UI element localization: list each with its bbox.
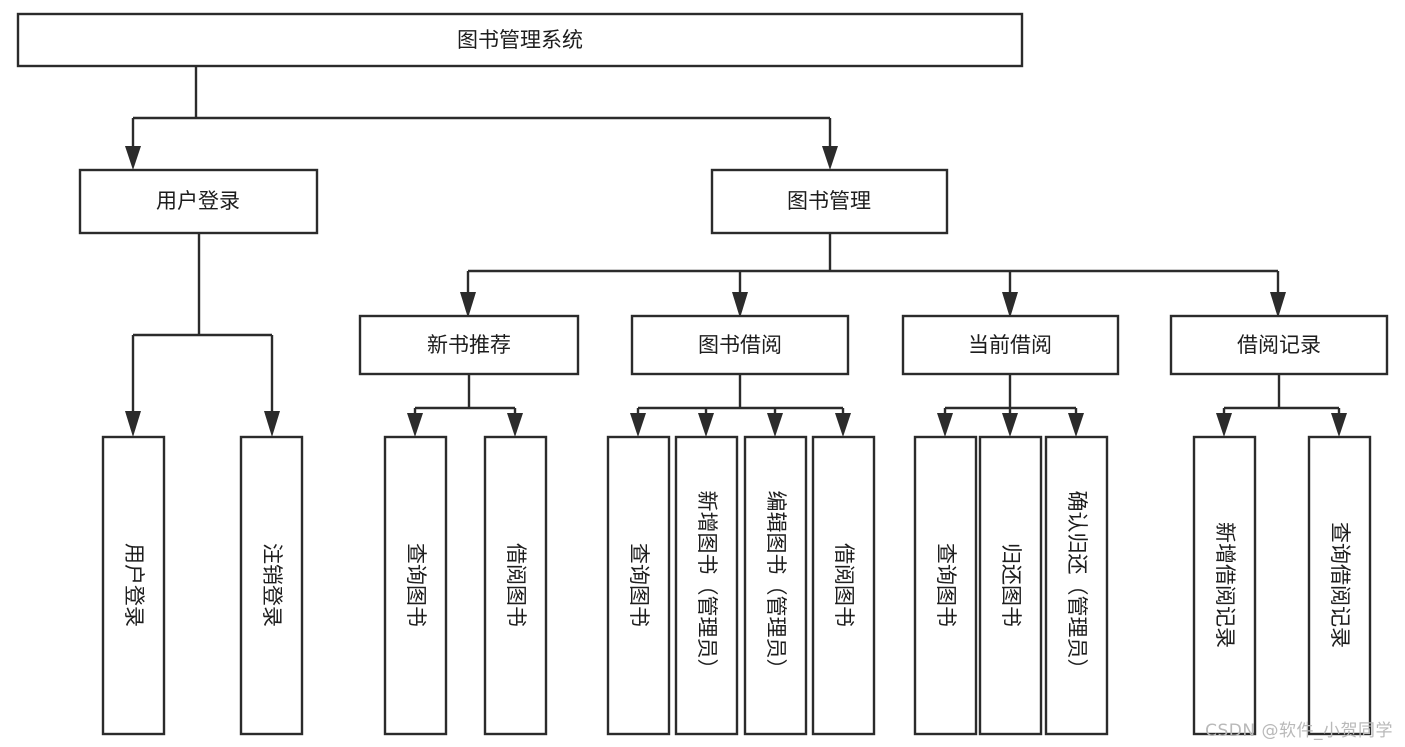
node-leaf-borrow-book-2-label: 借阅图书 [832,543,856,627]
arrow-head-current-borrow [1002,292,1018,318]
arrow-head-leaf-edit-book [767,413,783,437]
node-leaf-borrow-book-1[interactable]: 借阅图书 [483,435,548,736]
node-leaf-query-book-3-box[interactable] [913,435,978,736]
node-leaf-query-book-3-label: 查询图书 [934,543,958,627]
node-book-manage-box[interactable] [710,168,949,235]
node-leaf-query-record-box[interactable] [1307,435,1372,736]
node-leaf-logout-box[interactable] [239,435,304,736]
node-current-borrow-label: 当前借阅 [968,333,1052,357]
arrow-head-leaf-query-book-2 [630,413,646,437]
node-leaf-query-book-2-box[interactable] [606,435,671,736]
node-borrow-record-box[interactable] [1169,314,1389,376]
node-book-manage[interactable]: 图书管理 [710,168,949,235]
node-root-label: 图书管理系统 [457,28,583,52]
arrow-head-leaf-add-record [1216,413,1232,437]
node-leaf-borrow-book-1-label: 借阅图书 [504,543,528,627]
node-leaf-return-book-box[interactable] [978,435,1043,736]
node-current-borrow[interactable]: 当前借阅 [901,314,1120,376]
node-leaf-logout-label: 注销登录 [260,543,284,627]
node-leaf-query-book-2-label: 查询图书 [627,543,651,627]
node-leaf-borrow-book-2[interactable]: 借阅图书 [811,435,876,736]
node-book-manage-label: 图书管理 [787,189,871,213]
csdn-watermark: CSDN @软件_小贺同学 [1205,721,1393,741]
node-root[interactable]: 图书管理系统 [16,12,1024,68]
node-leaf-return-book-label: 归还图书 [999,543,1023,627]
node-new-book-rec-box[interactable] [358,314,580,376]
node-new-book-rec[interactable]: 新书推荐 [358,314,580,376]
node-leaf-user-login-box[interactable] [101,435,166,736]
arrow-head-user-login [125,146,141,170]
node-leaf-query-record-label: 查询借阅记录 [1328,522,1352,648]
node-leaf-query-book-3[interactable]: 查询图书 [913,435,978,736]
node-leaf-query-book-1-box[interactable] [383,435,448,736]
connector-layer [125,66,1347,437]
node-borrow-record[interactable]: 借阅记录 [1169,314,1389,376]
node-leaf-add-record-box[interactable] [1192,435,1257,736]
arrow-head-leaf-borrow-book-2 [835,413,851,437]
node-book-borrow-label: 图书借阅 [698,333,782,357]
arrow-head-leaf-return-book [1002,413,1018,437]
node-leaf-logout[interactable]: 注销登录 [239,435,304,736]
arrow-head-leaf-query-book-1 [407,413,423,437]
node-leaf-query-book-1-label: 查询图书 [404,543,428,627]
node-leaf-add-record-label: 新增借阅记录 [1213,522,1237,648]
node-leaf-query-book-1[interactable]: 查询图书 [383,435,448,736]
node-leaf-user-login[interactable]: 用户登录 [101,435,166,736]
node-book-borrow[interactable]: 图书借阅 [630,314,850,376]
arrow-head-borrow-record [1270,292,1286,318]
arrow-head-book-borrow [732,292,748,318]
arrow-head-new-book-rec [460,292,476,318]
node-leaf-add-book-label: 新增图书（管理员） [695,491,719,680]
node-leaf-edit-book[interactable]: 编辑图书（管理员） [743,435,808,736]
node-leaf-query-book-2[interactable]: 查询图书 [606,435,671,736]
node-user-login-label: 用户登录 [156,189,240,213]
node-leaf-edit-book-label: 编辑图书（管理员） [764,491,788,680]
arrow-head-leaf-confirm-return [1068,413,1084,437]
node-user-login[interactable]: 用户登录 [78,168,319,235]
node-new-book-rec-label: 新书推荐 [427,333,511,357]
arrow-head-leaf-borrow-book-1 [507,413,523,437]
arrow-head-leaf-add-book [698,413,714,437]
node-current-borrow-box[interactable] [901,314,1120,376]
node-leaf-confirm-return[interactable]: 确认归还（管理员） [1044,435,1109,736]
node-book-borrow-box[interactable] [630,314,850,376]
node-leaf-add-record[interactable]: 新增借阅记录 [1192,435,1257,736]
node-leaf-edit-book-box[interactable] [743,435,808,736]
arrow-head-leaf-logout [264,411,280,437]
arrow-head-leaf-user-login [125,411,141,437]
arrow-head-leaf-query-book-3 [937,413,953,437]
node-leaf-add-book[interactable]: 新增图书（管理员） [674,435,739,736]
node-leaf-user-login-label: 用户登录 [122,543,146,627]
node-leaf-return-book[interactable]: 归还图书 [978,435,1043,736]
node-leaf-confirm-return-box[interactable] [1044,435,1109,736]
node-leaf-add-book-box[interactable] [674,435,739,736]
node-leaf-confirm-return-label: 确认归还（管理员） [1065,491,1089,680]
arrow-head-leaf-query-record [1331,413,1347,437]
node-root-box[interactable] [16,12,1024,68]
node-leaf-borrow-book-2-box[interactable] [811,435,876,736]
node-leaf-query-record[interactable]: 查询借阅记录 [1307,435,1372,736]
arrow-head-book-manage [822,146,838,170]
node-leaf-borrow-book-1-box[interactable] [483,435,548,736]
node-borrow-record-label: 借阅记录 [1237,333,1321,357]
node-user-login-box[interactable] [78,168,319,235]
